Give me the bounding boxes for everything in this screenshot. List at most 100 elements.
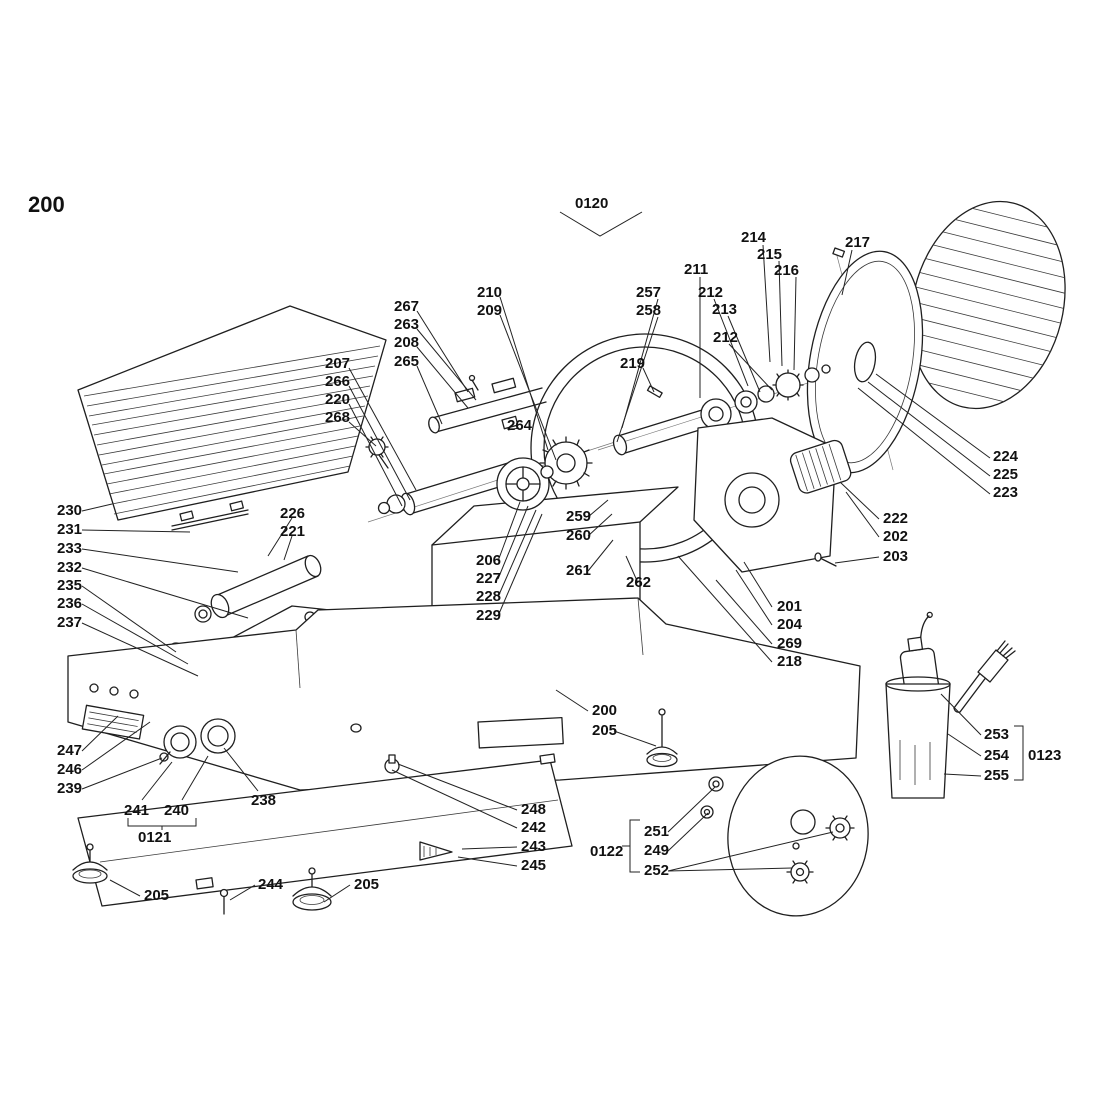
part-label-0120: 0120: [575, 195, 609, 212]
ribbed-knob-222: [789, 439, 852, 494]
part-label-263: 263: [394, 316, 420, 333]
part-label-268: 268: [325, 409, 351, 426]
part-label-236: 236: [57, 595, 83, 612]
part-label-253: 253: [984, 726, 1010, 743]
rubber-foot-right: [646, 708, 678, 768]
part-label-257: 257: [636, 284, 662, 301]
part-label-209: 209: [477, 302, 503, 319]
part-label-237: 237: [57, 614, 83, 631]
part-label-213: 213: [712, 301, 738, 318]
part-label-246: 246: [57, 761, 83, 778]
part-label-226: 226: [280, 505, 306, 522]
part-label-205: 205: [592, 722, 618, 739]
cleaning-brush: [953, 640, 1016, 713]
blade-pin: [832, 247, 846, 258]
part-label-261: 261: [566, 562, 592, 579]
part-label-231: 231: [57, 521, 83, 538]
part-label-251: 251: [644, 823, 670, 840]
part-label-223: 223: [993, 484, 1019, 501]
part-label-201: 201: [777, 598, 803, 615]
rubber-foot-center: [292, 867, 332, 911]
star-knob-2: [790, 862, 810, 882]
washer-249: [700, 805, 714, 819]
part-label-229: 229: [476, 607, 502, 624]
worm-screw: [468, 374, 476, 382]
grip-tube-assembly: [171, 500, 322, 623]
part-label-242: 242: [521, 819, 547, 836]
bracket-0120: [559, 211, 643, 237]
pin-219: [646, 385, 663, 398]
rubber-foot-left: [72, 843, 108, 884]
part-label-266: 266: [325, 373, 351, 390]
part-label-254: 254: [984, 747, 1010, 764]
label-brackets: [127, 211, 1024, 873]
part-label-206: 206: [476, 552, 502, 569]
part-label-238: 238: [251, 792, 277, 809]
washer-251: [708, 776, 724, 792]
nameplate: [477, 716, 564, 749]
gear-pulley-cluster: [496, 436, 593, 511]
deflector-tray: [77, 305, 387, 521]
part-label-247: 247: [57, 742, 83, 759]
part-label-258: 258: [636, 302, 662, 319]
part-label-262: 262: [626, 574, 652, 591]
part-label-0122: 0122: [590, 843, 624, 860]
part-label-222: 222: [883, 510, 909, 527]
key-264: [501, 415, 519, 430]
part-label-0123: 0123: [1028, 747, 1062, 764]
worm-shaft-assembly: [428, 374, 547, 434]
screw-203: [819, 557, 837, 567]
screw-239: [159, 752, 169, 762]
part-label-218: 218: [777, 653, 803, 670]
part-label-202: 202: [883, 528, 909, 545]
part-label-207: 207: [325, 355, 351, 372]
part-label-244: 244: [258, 876, 284, 893]
leader-lines: [81, 244, 991, 903]
diagram-title: 200: [28, 192, 65, 217]
part-label-249: 249: [644, 842, 670, 859]
part-label-230: 230: [57, 502, 83, 519]
part-label-267: 267: [394, 298, 420, 315]
part-label-265: 265: [394, 353, 420, 370]
part-label-240: 240: [164, 802, 190, 819]
part-label-214: 214: [741, 229, 767, 246]
part-label-0121: 0121: [138, 829, 172, 846]
part-label-243: 243: [521, 838, 547, 855]
rear-louvered-cover: [910, 200, 1066, 410]
bracket-0122: [629, 819, 640, 873]
part-label-269: 269: [777, 635, 803, 652]
part-label-217: 217: [845, 234, 871, 251]
part-label-228: 228: [476, 588, 502, 605]
drive-shaft-assembly: [612, 364, 831, 456]
ring-238: [200, 718, 236, 754]
part-label-204: 204: [777, 616, 803, 633]
part-label-205: 205: [354, 876, 380, 893]
part-label-205: 205: [144, 887, 170, 904]
cleaning-kit-group: [885, 611, 1016, 799]
tumbler: [885, 683, 951, 799]
part-label-211: 211: [684, 261, 709, 278]
knob-240: [163, 725, 197, 759]
gear-housing: [693, 417, 852, 573]
part-label-248: 248: [521, 801, 547, 818]
part-label-241: 241: [124, 802, 150, 819]
part-label-260: 260: [566, 527, 592, 544]
part-label-264: 264: [507, 417, 533, 434]
part-label-219: 219: [620, 355, 646, 372]
part-label-215: 215: [757, 246, 783, 263]
part-label-225: 225: [993, 466, 1019, 483]
bracket-0123: [1014, 725, 1024, 781]
part-label-212: 212: [698, 284, 724, 301]
rating-plate: [81, 704, 145, 740]
part-label-232: 232: [57, 559, 83, 576]
part-label-208: 208: [394, 334, 420, 351]
part-label-252: 252: [644, 862, 670, 879]
part-label-259: 259: [566, 508, 592, 525]
part-label-235: 235: [57, 577, 83, 594]
star-knob-1: [829, 817, 851, 839]
part-label-245: 245: [521, 857, 547, 874]
sharpener-disc-group: [700, 755, 869, 917]
part-label-203: 203: [883, 548, 909, 565]
part-label-210: 210: [477, 284, 503, 301]
